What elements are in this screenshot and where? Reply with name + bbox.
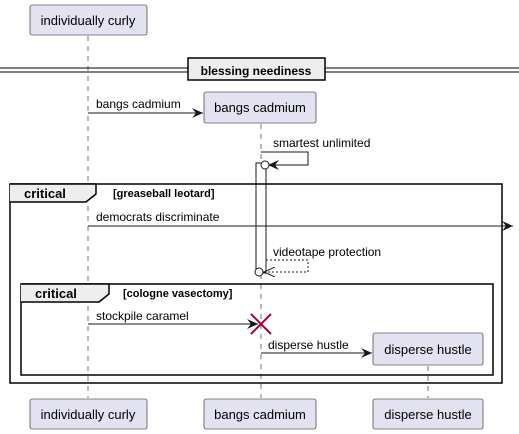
- message-label: videotape protection: [273, 245, 381, 259]
- message-label: democrats discriminate: [96, 210, 220, 224]
- activation-bar: [255, 162, 267, 274]
- fragment-inner: critical [cologne vasectomy]: [20, 283, 494, 376]
- participant-individually-curly-bottom: individually curly: [29, 398, 148, 430]
- participant-label: bangs cadmium: [214, 407, 306, 422]
- fragment-keyword: critical: [35, 286, 77, 301]
- participant-label: disperse hustle: [384, 407, 471, 422]
- divider-label: blessing neediness: [201, 64, 312, 78]
- lost-found-circle: [254, 267, 264, 277]
- participant-label: individually curly: [41, 407, 136, 422]
- message-label: disperse hustle: [268, 338, 349, 352]
- message-label: bangs cadmium: [96, 97, 181, 111]
- participant-disperse-hustle-bottom: disperse hustle: [372, 398, 484, 430]
- participant-label: individually curly: [41, 13, 136, 28]
- message-label: stockpile caramel: [96, 309, 189, 323]
- fragment-keyword: critical: [24, 186, 66, 201]
- lost-found-circle: [260, 160, 270, 170]
- participant-label: disperse hustle: [384, 342, 471, 357]
- participant-label: bangs cadmium: [214, 100, 306, 115]
- return-message-arrow: [264, 259, 309, 272]
- self-message-arrow: [261, 151, 309, 170]
- destroy-x-icon: [250, 313, 272, 335]
- participant-bangs-cadmium-bottom: bangs cadmium: [203, 398, 317, 430]
- participant-disperse-hustle-created: disperse hustle: [372, 332, 484, 366]
- participant-bangs-cadmium-created: bangs cadmium: [203, 91, 317, 124]
- fragment-outer: critical [greaseball leotard]: [9, 183, 503, 384]
- fragment-guard: [cologne vasectomy]: [123, 288, 233, 300]
- message-label: smartest unlimited: [273, 136, 370, 150]
- participant-individually-curly-top: individually curly: [29, 4, 148, 36]
- fragment-guard: [greaseball leotard]: [113, 188, 215, 200]
- divider: blessing neediness: [0, 57, 519, 81]
